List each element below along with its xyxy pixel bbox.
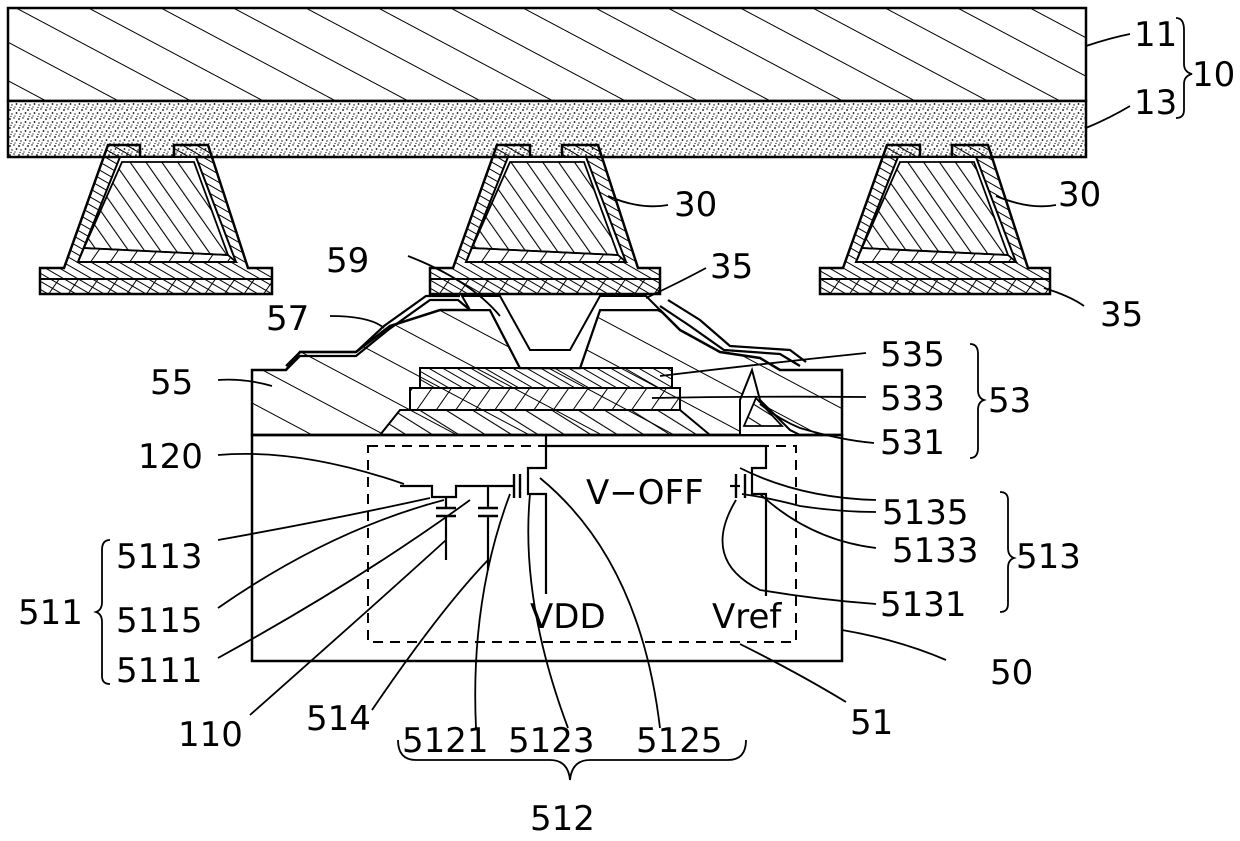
label-533: 533: [880, 379, 945, 419]
bump-left: [40, 145, 272, 294]
label-50: 50: [990, 653, 1033, 693]
label-53: 53: [988, 381, 1031, 421]
label-5135: 5135: [882, 493, 969, 533]
label-110: 110: [178, 715, 243, 755]
label-vref: Vref: [712, 597, 782, 637]
label-120: 120: [138, 437, 203, 477]
label-512: 512: [530, 799, 595, 839]
label-30-right: 30: [1058, 175, 1101, 215]
label-5133: 5133: [892, 531, 979, 571]
label-30-middle: 30: [674, 185, 717, 225]
label-10: 10: [1192, 55, 1235, 95]
label-35-middle: 35: [710, 247, 753, 287]
bump-right: [820, 145, 1050, 294]
label-531: 531: [880, 423, 945, 463]
label-514: 514: [306, 699, 371, 739]
layer-535: [420, 368, 672, 388]
label-v-off: V−OFF: [586, 473, 704, 513]
label-59: 59: [326, 241, 369, 281]
label-5113: 5113: [116, 537, 203, 577]
layer-11: [8, 8, 1086, 101]
label-55: 55: [150, 363, 193, 403]
layer-533: [410, 388, 680, 410]
label-5121: 5121: [402, 721, 489, 761]
layer-13: [8, 101, 1086, 157]
layer-531: [380, 410, 710, 435]
label-5111: 5111: [116, 651, 203, 691]
label-5125: 5125: [636, 721, 723, 761]
label-5131: 5131: [880, 585, 967, 625]
label-51: 51: [850, 703, 893, 743]
label-57: 57: [266, 299, 309, 339]
label-11: 11: [1134, 15, 1177, 55]
label-513: 513: [1016, 537, 1081, 577]
label-535: 535: [880, 335, 945, 375]
label-5115: 5115: [116, 601, 203, 641]
label-5123: 5123: [508, 721, 595, 761]
label-vdd: VDD: [530, 597, 606, 637]
label-35-right: 35: [1100, 295, 1143, 335]
top-substrate-10: [8, 8, 1086, 157]
label-13: 13: [1134, 83, 1177, 123]
bump-middle: [430, 145, 660, 294]
label-511: 511: [18, 593, 83, 633]
